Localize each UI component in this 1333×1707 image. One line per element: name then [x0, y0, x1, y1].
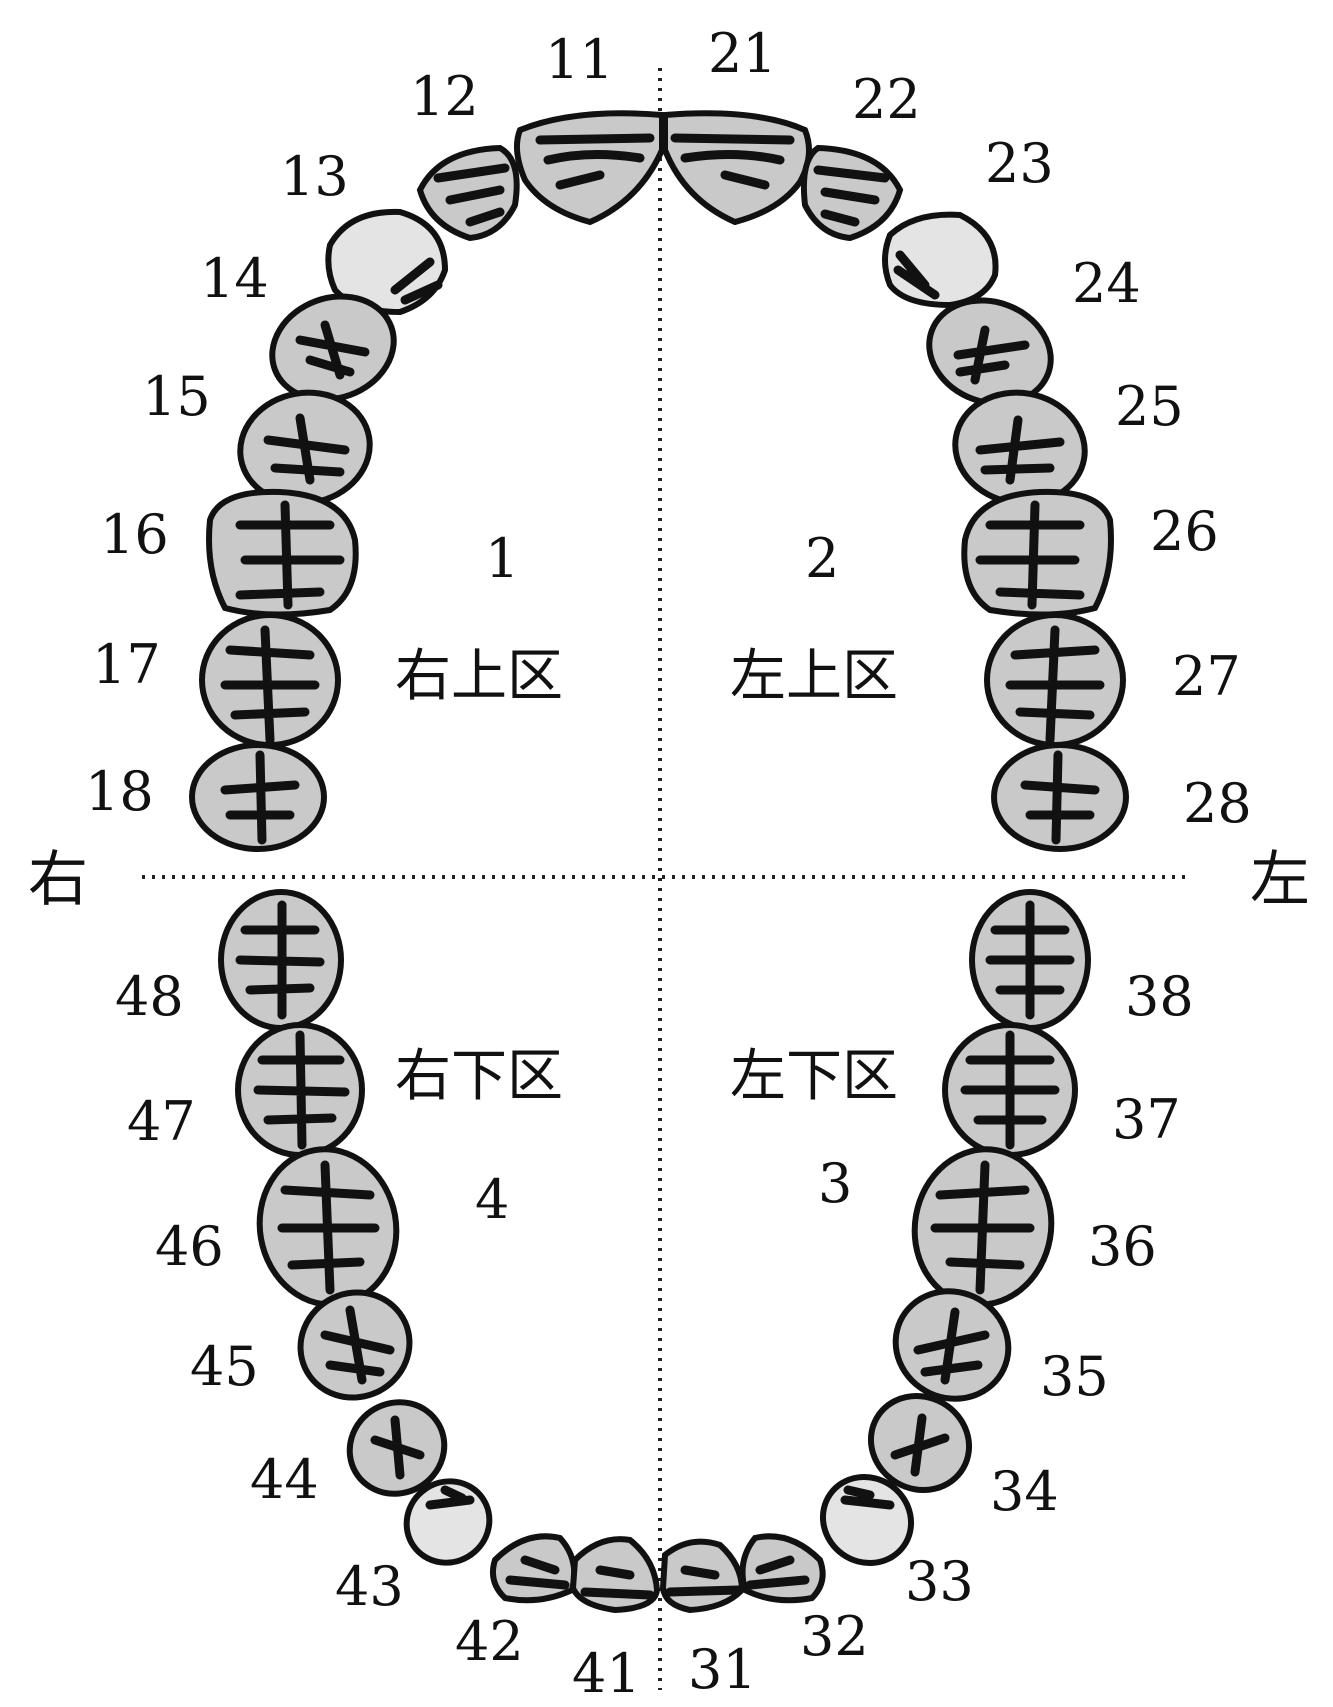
tooth-35	[892, 1288, 1012, 1402]
tooth-number-27: 27	[1172, 645, 1241, 708]
quadrant-4-number: 4	[475, 1168, 509, 1231]
tooth-number-38: 38	[1125, 965, 1194, 1028]
tooth-13	[325, 208, 449, 316]
tooth-number-43: 43	[335, 1555, 404, 1618]
tooth-23	[882, 211, 999, 309]
tooth-14	[269, 293, 397, 403]
tooth-number-46: 46	[155, 1215, 224, 1278]
tooth-15	[237, 389, 373, 507]
tooth-number-33: 33	[905, 1550, 974, 1613]
tooth-17	[199, 612, 341, 748]
tooth-number-36: 36	[1088, 1215, 1157, 1278]
tooth-18	[189, 742, 327, 852]
tooth-number-28: 28	[1183, 772, 1252, 835]
tooth-26	[961, 488, 1114, 618]
tooth-21	[662, 110, 812, 226]
tooth-number-37: 37	[1112, 1088, 1181, 1151]
tooth-number-48: 48	[115, 965, 184, 1028]
tooth-42	[490, 1533, 578, 1604]
tooth-31	[659, 1538, 746, 1614]
tooth-11	[513, 110, 665, 226]
quadrant-3-name: 左下区	[730, 1044, 898, 1109]
tooth-number-47: 47	[127, 1090, 196, 1153]
tooth-number-13: 13	[280, 145, 349, 208]
tooth-33	[819, 1473, 915, 1567]
side-label-left: 左	[1250, 845, 1310, 915]
tooth-16	[206, 488, 359, 618]
quadrant-1-name: 右上区	[395, 644, 563, 709]
tooth-number-12: 12	[410, 65, 479, 128]
tooth-46	[256, 1146, 400, 1308]
tooth-number-24: 24	[1072, 252, 1141, 315]
quadrant-1-number: 1	[485, 527, 519, 590]
tooth-28	[991, 742, 1129, 852]
quadrant-2-name: 左上区	[730, 644, 898, 709]
tooth-number-32: 32	[800, 1605, 869, 1668]
tooth-number-17: 17	[92, 633, 161, 696]
tooth-12	[416, 144, 520, 242]
quadrant-3-number: 3	[818, 1152, 852, 1215]
tooth-number-41: 41	[572, 1642, 641, 1705]
tooth-number-44: 44	[250, 1448, 319, 1511]
tooth-36	[911, 1146, 1055, 1308]
tooth-number-31: 31	[688, 1638, 757, 1701]
tooth-number-16: 16	[100, 503, 169, 566]
tooth-32	[739, 1533, 826, 1604]
tooth-number-15: 15	[142, 365, 211, 428]
tooth-48	[218, 889, 344, 1031]
tooth-number-14: 14	[200, 247, 269, 310]
tooth-22	[800, 144, 904, 242]
side-label-right: 右	[28, 845, 88, 915]
tooth-number-11: 11	[545, 28, 614, 91]
quadrant-4-name: 右下区	[395, 1044, 563, 1109]
tooth-47	[235, 1022, 365, 1158]
tooth-38	[969, 889, 1091, 1031]
tooth-41	[569, 1536, 661, 1614]
tooth-number-18: 18	[85, 760, 154, 823]
tooth-37	[942, 1022, 1078, 1158]
tooth-43	[403, 1478, 493, 1566]
tooth-number-22: 22	[852, 68, 921, 131]
tooth-27	[984, 612, 1126, 748]
quadrant-2-number: 2	[805, 527, 839, 590]
tooth-number-26: 26	[1150, 500, 1219, 563]
tooth-number-23: 23	[985, 132, 1054, 195]
tooth-45	[297, 1289, 413, 1401]
tooth-number-42: 42	[455, 1610, 524, 1673]
tooth-number-25: 25	[1115, 375, 1184, 438]
tooth-number-45: 45	[190, 1335, 259, 1398]
tooth-number-21: 21	[708, 22, 777, 85]
tooth-44	[346, 1399, 448, 1497]
tooth-24	[926, 297, 1054, 407]
tooth-number-35: 35	[1040, 1345, 1109, 1408]
tooth-34	[867, 1392, 973, 1494]
tooth-number-34: 34	[990, 1460, 1059, 1523]
